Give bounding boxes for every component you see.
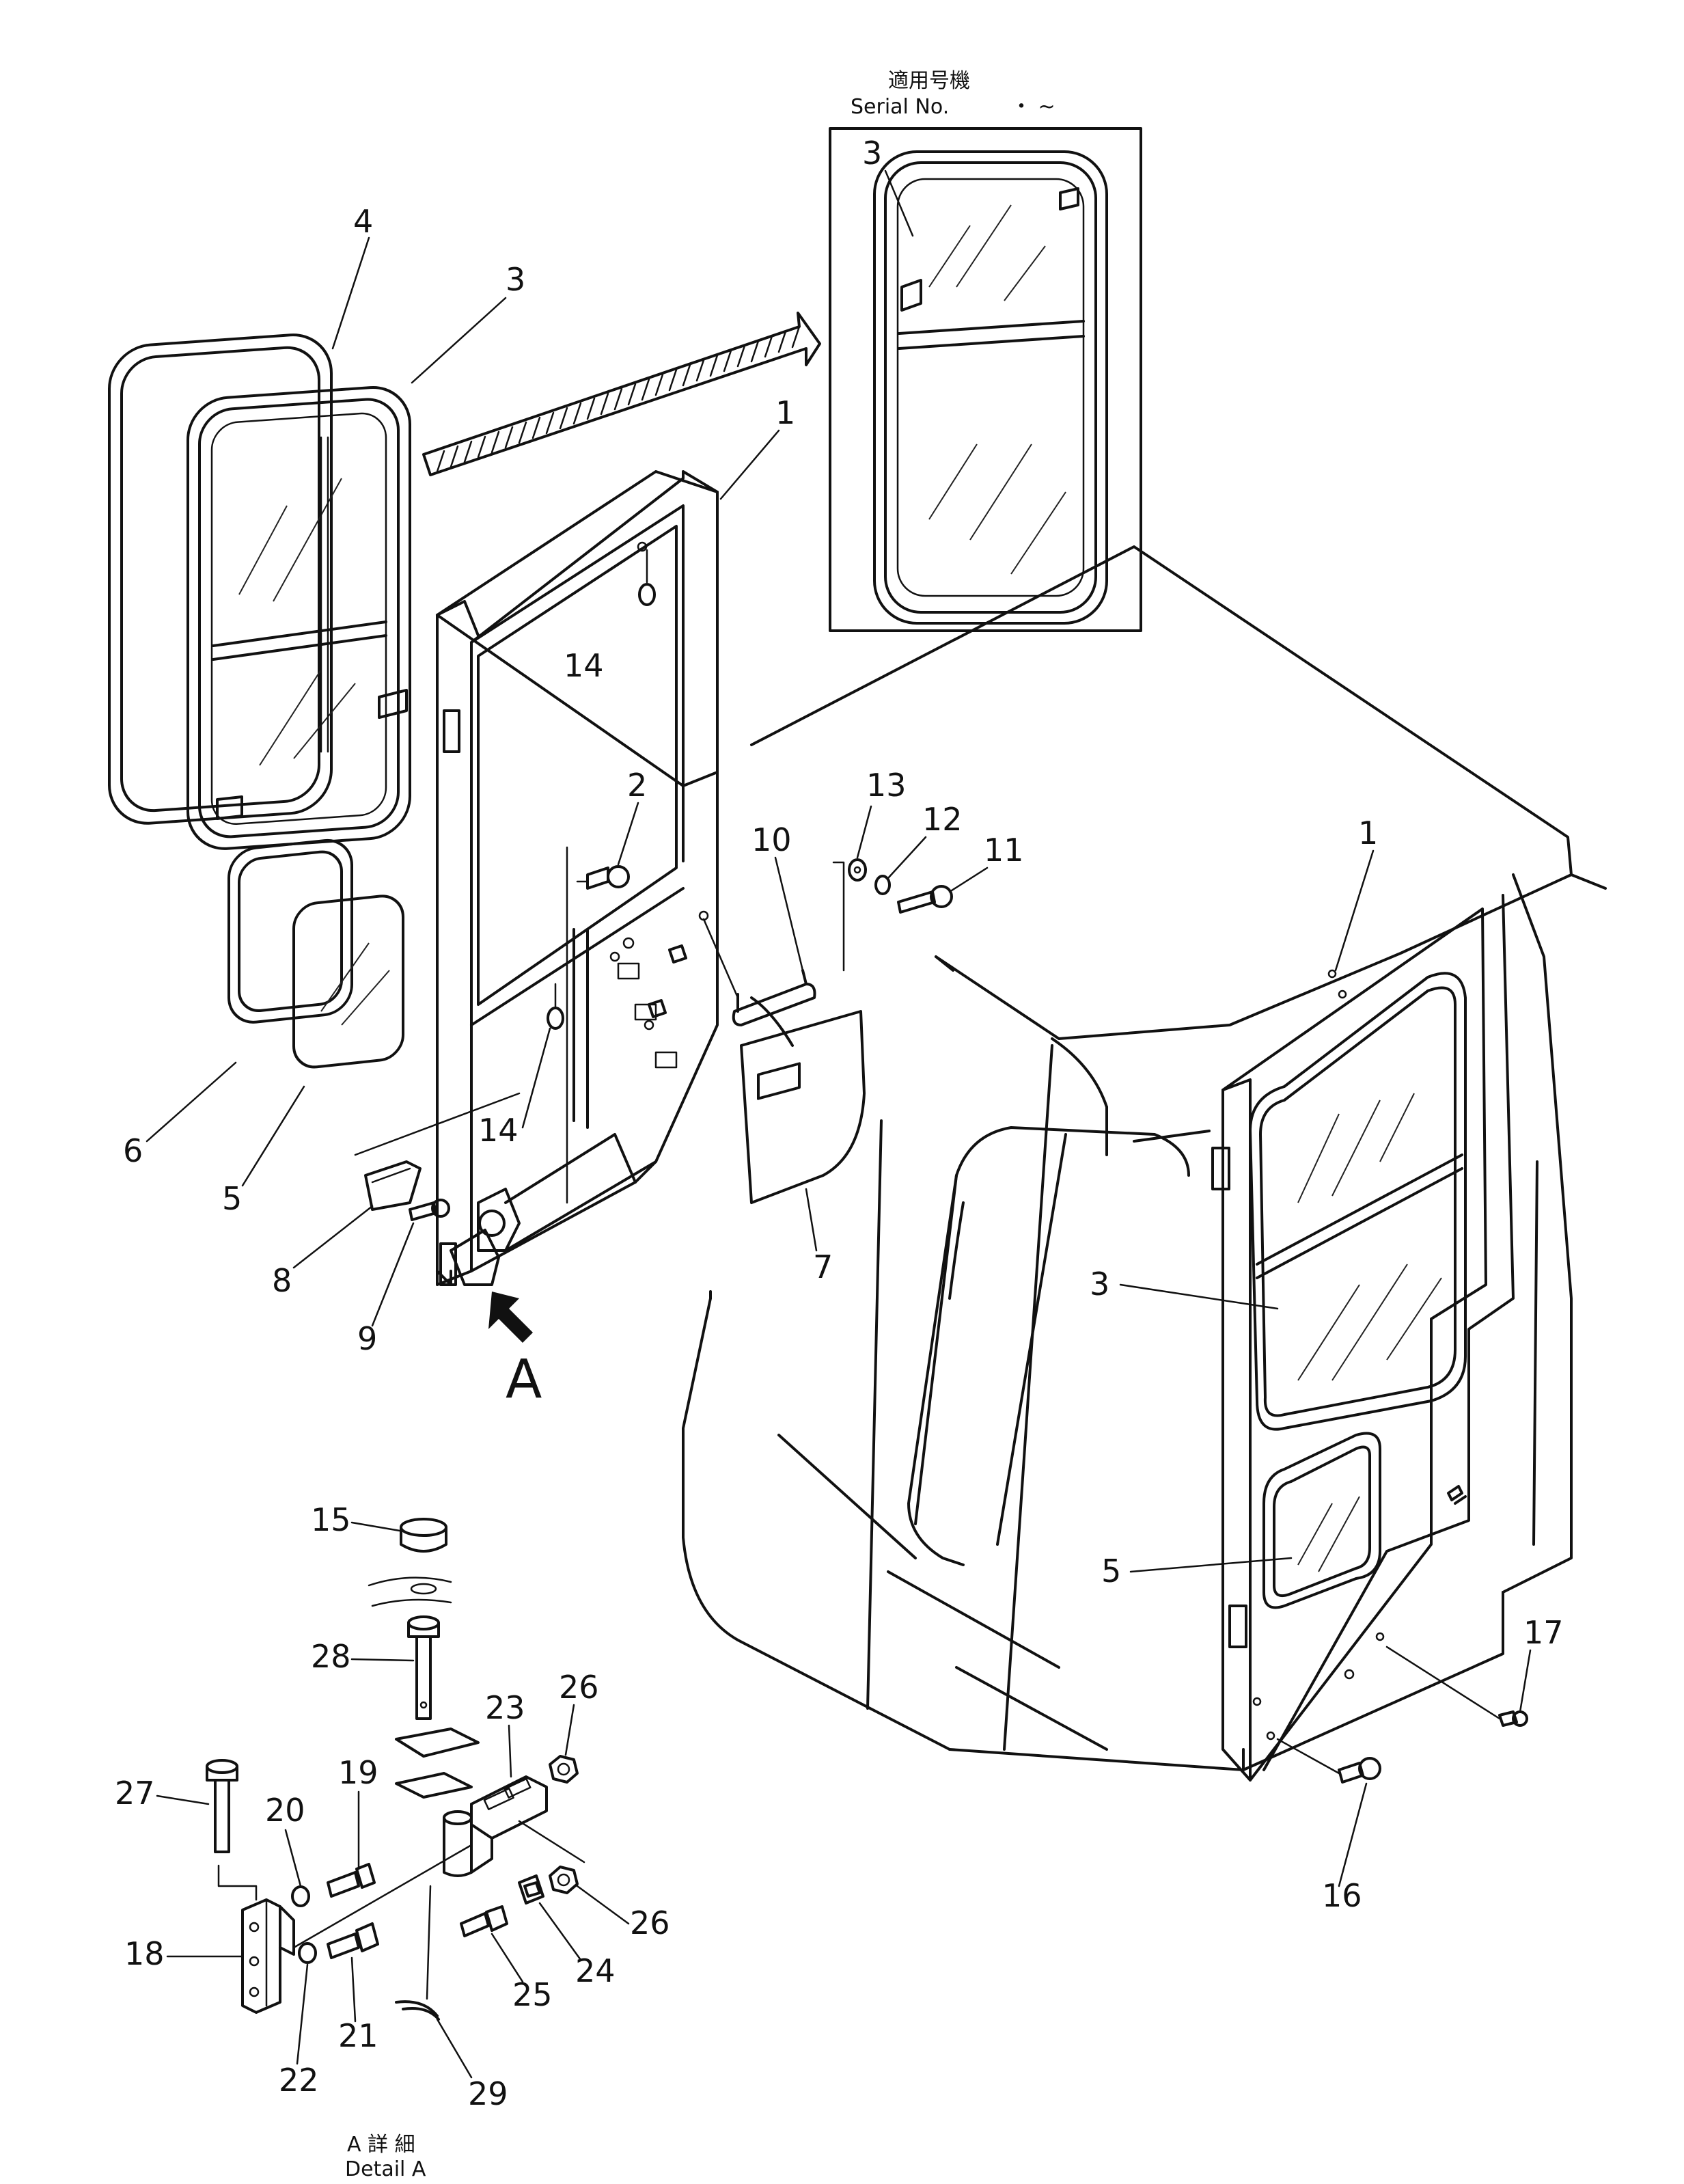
callout-13: 13: [866, 767, 907, 804]
callout-9: 9: [357, 1320, 377, 1357]
callout-22: 22: [279, 2062, 319, 2099]
callout-24: 24: [575, 1952, 616, 1989]
nut-26-bottom: [549, 1866, 579, 1894]
view-label-a: A: [506, 1349, 542, 1410]
view-arrow-a: [488, 1292, 533, 1343]
callout-7: 7: [813, 1248, 833, 1285]
callout-19: 19: [338, 1754, 378, 1791]
small-window-seal-6: [227, 838, 353, 1024]
clip-24: [518, 1874, 544, 1905]
bolt-25: [460, 1905, 508, 1937]
serial-caption-jp: 適用号機: [888, 69, 970, 93]
fasteners-11-13: [832, 858, 953, 972]
small-window-glass-5: [292, 895, 404, 1069]
serial-inset-frame: [829, 127, 1142, 632]
bolt-21: [327, 1922, 379, 1959]
cotter-29: [395, 2000, 440, 2021]
callout-26-bottom: 26: [630, 1905, 670, 1941]
callout-21: 21: [338, 2017, 378, 2054]
callout-29: 29: [468, 2075, 508, 2112]
bolt-16: [1276, 1738, 1381, 1784]
callout-3-left: 3: [506, 261, 525, 298]
inset-window: [873, 150, 1108, 625]
callout-28: 28: [311, 1638, 351, 1675]
callout-6: 6: [123, 1132, 143, 1169]
sleeve: [443, 1810, 473, 1877]
serial-caption-range: ・ ~: [1011, 95, 1055, 119]
callout-25: 25: [512, 1976, 553, 2013]
detail-caption-en: Detail A: [345, 2157, 426, 2181]
callout-1-cab: 1: [1358, 815, 1378, 851]
callout-14-top: 14: [564, 647, 604, 684]
detail-a: [206, 1518, 585, 2021]
callout-5-left: 5: [222, 1180, 242, 1217]
serial-inset: 適用号機 Serial No. ・ ~ 3: [829, 69, 1142, 632]
bolt-2: [566, 846, 630, 1204]
window-glass-3: [187, 385, 411, 850]
callout-18: 18: [124, 1935, 165, 1972]
callout-17: 17: [1523, 1614, 1564, 1651]
callout-14-bottom: 14: [478, 1112, 519, 1149]
nut-26-top: [549, 1755, 579, 1784]
callout-16: 16: [1322, 1877, 1362, 1914]
callout-3-inset: 3: [862, 135, 882, 172]
callout-11: 11: [984, 832, 1024, 869]
pin-27: [206, 1759, 238, 1853]
callout-4: 4: [353, 203, 373, 240]
callout-10: 10: [751, 821, 792, 858]
detail-caption-jp: A 詳 細: [347, 2133, 415, 2157]
handle-10: [702, 918, 816, 1026]
washer-22: [298, 1942, 317, 1964]
bolt-17: [1385, 1646, 1528, 1727]
callout-8: 8: [272, 1262, 292, 1299]
trim-panel-7: [740, 1010, 866, 1204]
pin-28: [407, 1615, 440, 1720]
screw-9: [409, 1199, 450, 1221]
cab-door: [1211, 907, 1487, 1782]
callout-2: 2: [627, 767, 647, 804]
hinge-23: [470, 1775, 548, 1874]
callout-3-cab: 3: [1090, 1266, 1109, 1302]
bracket-18: [241, 1898, 295, 2014]
callout-5-cab: 5: [1101, 1553, 1121, 1589]
bolt-19: [327, 1863, 376, 1898]
reference-arrow: [422, 312, 821, 476]
window-seal-4: [108, 333, 333, 825]
callout-1-door: 1: [775, 394, 795, 431]
callout-23: 23: [485, 1689, 525, 1726]
door-stop-8: [354, 1092, 521, 1211]
callout-27: 27: [115, 1775, 155, 1812]
washer-20: [291, 1885, 310, 1907]
callout-15: 15: [311, 1501, 351, 1538]
callout-26-top: 26: [559, 1669, 599, 1706]
cap-15: [400, 1518, 447, 1553]
door-frame: [436, 470, 719, 1286]
callout-12: 12: [922, 801, 963, 838]
callout-20: 20: [265, 1792, 305, 1829]
serial-caption-en: Serial No.: [851, 95, 949, 119]
cab-body: [682, 545, 1607, 1771]
